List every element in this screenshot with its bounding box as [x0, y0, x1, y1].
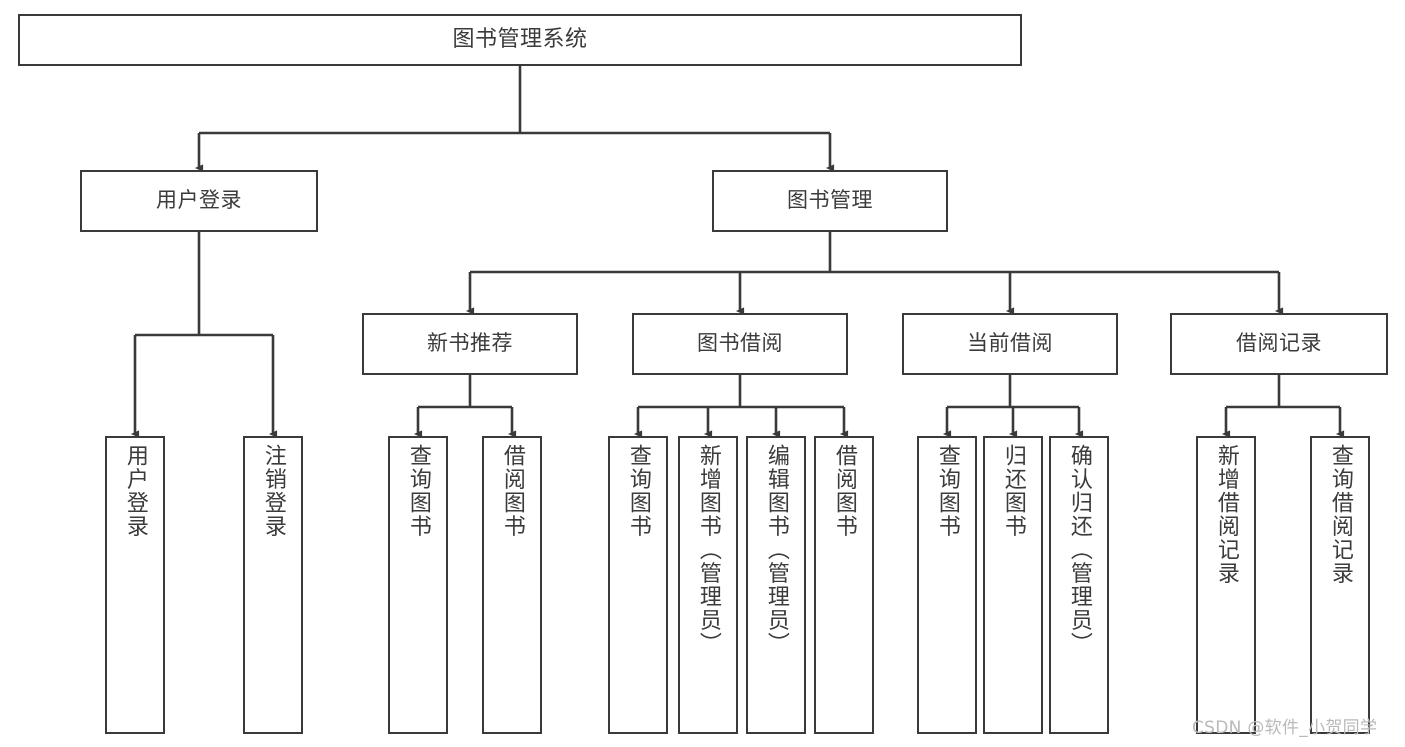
node-leaf-2-查询图书[interactable]: 查询图书 — [388, 436, 448, 734]
node-leaf-0-用户登录[interactable]: 用户登录 — [105, 436, 165, 734]
node-leaf-2-查询图书-label: 查询图书 — [405, 444, 431, 538]
node-l3-3-借阅记录[interactable]: 借阅记录 — [1170, 313, 1388, 375]
node-leaf-7-借阅图书-label: 借阅图书 — [831, 444, 857, 538]
node-leaf-3-借阅图书-label: 借阅图书 — [499, 444, 525, 538]
node-leaf-7-借阅图书[interactable]: 借阅图书 — [814, 436, 874, 734]
node-leaf-1-注销登录[interactable]: 注销登录 — [243, 436, 303, 734]
node-leaf-1-注销登录-label: 注销登录 — [260, 444, 286, 538]
node-leaf-6-编辑图书管理员[interactable]: 编辑图书（管理员） — [746, 436, 806, 734]
node-l3-0-新书推荐-label: 新书推荐 — [427, 331, 513, 356]
node-leaf-8-查询图书[interactable]: 查询图书 — [917, 436, 977, 734]
node-leaf-10-确认归还管理员-label: 确认归还（管理员） — [1066, 444, 1092, 656]
root-node-book-management-system[interactable]: 图书管理系统 — [18, 14, 1022, 66]
root-node-book-management-system-label: 图书管理系统 — [452, 26, 588, 52]
node-leaf-5-新增图书管理员[interactable]: 新增图书（管理员） — [678, 436, 738, 734]
node-leaf-8-查询图书-label: 查询图书 — [934, 444, 960, 538]
node-leaf-4-查询图书-label: 查询图书 — [625, 444, 651, 538]
node-l3-0-新书推荐[interactable]: 新书推荐 — [362, 313, 578, 375]
node-l3-2-当前借阅-label: 当前借阅 — [967, 331, 1053, 356]
node-l2-1-图书管理[interactable]: 图书管理 — [712, 170, 948, 232]
node-l3-2-当前借阅[interactable]: 当前借阅 — [902, 313, 1118, 375]
node-l3-1-图书借阅-label: 图书借阅 — [697, 331, 783, 356]
node-leaf-4-查询图书[interactable]: 查询图书 — [608, 436, 668, 734]
node-l3-1-图书借阅[interactable]: 图书借阅 — [632, 313, 848, 375]
node-leaf-12-查询借阅记录[interactable]: 查询借阅记录 — [1310, 436, 1370, 734]
csdn-watermark: CSDN @软件_小贺同学 — [1192, 718, 1378, 738]
node-l2-1-图书管理-label: 图书管理 — [787, 188, 873, 213]
node-l2-0-用户登录-label: 用户登录 — [156, 188, 242, 213]
node-leaf-12-查询借阅记录-label: 查询借阅记录 — [1327, 444, 1353, 585]
node-leaf-0-用户登录-label: 用户登录 — [122, 444, 148, 538]
node-leaf-10-确认归还管理员[interactable]: 确认归还（管理员） — [1049, 436, 1109, 734]
node-l2-0-用户登录[interactable]: 用户登录 — [80, 170, 318, 232]
node-leaf-11-新增借阅记录[interactable]: 新增借阅记录 — [1196, 436, 1256, 734]
node-leaf-9-归还图书[interactable]: 归还图书 — [983, 436, 1043, 734]
node-l3-3-借阅记录-label: 借阅记录 — [1236, 331, 1322, 356]
node-leaf-5-新增图书管理员-label: 新增图书（管理员） — [695, 444, 721, 656]
node-leaf-3-借阅图书[interactable]: 借阅图书 — [482, 436, 542, 734]
node-leaf-11-新增借阅记录-label: 新增借阅记录 — [1213, 444, 1239, 585]
node-leaf-9-归还图书-label: 归还图书 — [1000, 444, 1026, 538]
node-leaf-6-编辑图书管理员-label: 编辑图书（管理员） — [763, 444, 789, 656]
